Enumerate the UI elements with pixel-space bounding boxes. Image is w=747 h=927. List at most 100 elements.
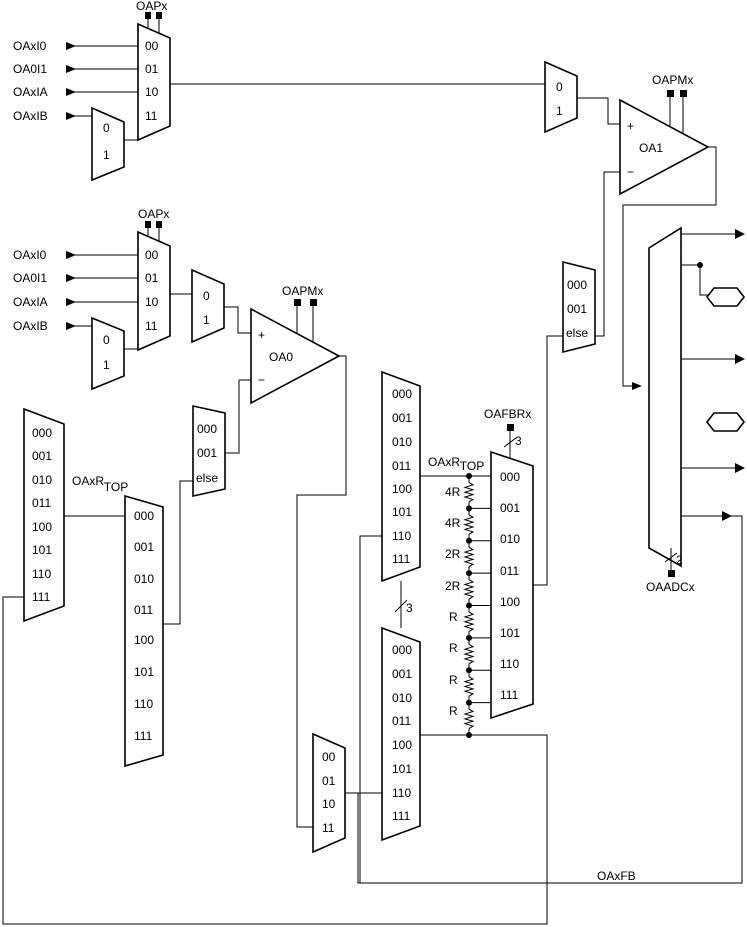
mux-code: else [196,471,218,485]
rtop-label: OAxRTOP [428,455,484,473]
resistor-label: R [449,610,458,624]
mux-code: 010 [134,572,154,586]
fbr-mux: OAFBRx 3 000 001 010 011 100 101 110 111 [484,407,534,720]
mux-code: 10 [145,85,159,99]
mux-code: 011 [32,496,51,510]
mux-code: 111 [32,590,51,604]
oa0-feedback-mux: 000 001 else [192,405,226,497]
mux-code: 110 [134,697,153,711]
arrow-right-icon [66,112,76,120]
mux-code: 0 [556,80,563,94]
mux-code: 1 [203,313,210,327]
mux-code: 111 [500,688,519,702]
mux-code: 101 [500,626,520,640]
center-lower-mux: 000 001 010 011 100 101 110 111 [381,626,421,842]
input-label: OAxIA [13,85,48,99]
adc-mux-control-label: OAADCx [646,580,695,594]
input-label: OA0I1 [13,271,47,285]
minus-input-sign: − [627,165,634,179]
mid-mux-control-label: OAPx [138,207,169,221]
mux-code: 011 [500,564,519,578]
left-rtop-mux: OAxRTOP 000 001 010 011 100 101 110 111 [72,474,164,768]
arrow-right-icon [66,251,76,259]
resistor-symbol [463,482,475,503]
mux-code: 110 [392,786,411,800]
control-bit-square [145,221,151,228]
oa0-control-label: OAPMx [282,284,323,298]
oa1-amplifier: OAPMx + − OA1 [619,73,710,196]
mux-code: 1 [556,104,563,118]
input-label: OAxIB [13,319,48,333]
mux-code: 001 [197,446,217,460]
mux-code: 100 [32,520,52,534]
oa0-label: OA0 [269,350,293,364]
mux-code: 11 [145,319,158,333]
resistor-label: 4R [445,516,461,530]
fbr-control-label: OAFBRx [484,407,531,421]
mux-code: 001 [392,667,412,681]
control-bit-square [156,221,162,228]
control-bit-square [507,424,514,431]
mux-code: 111 [392,552,411,566]
mux-code: 10 [145,295,159,309]
resistor-label: 2R [445,579,461,593]
control-bit-square [667,90,674,97]
junction-dot [466,732,472,738]
mux-code: 010 [392,435,412,449]
mux-code: 111 [134,729,153,743]
arrow-right-icon [722,511,732,521]
oa0-input-mux: 0 1 [191,268,225,344]
arrow-right-icon [735,354,745,364]
mux-code: 100 [134,633,154,647]
middle-input-mux: OAPx 00 01 10 11 OAxI0 OA0I1 OAxIA OAxIB… [13,207,192,391]
adc-output-mux: 2 OAADCx [345,226,746,884]
input-label: OAxI0 [13,39,47,53]
mux-code: 011 [392,714,411,728]
resistor-label: R [449,641,458,655]
mux-code: 001 [392,411,412,425]
input-label: OAxIB [13,109,48,123]
mux-code: 110 [32,567,51,581]
resistor-label: 4R [445,485,461,499]
resistor-symbol [463,546,475,568]
control-bit-square [668,570,675,577]
io-pad-icon [705,287,746,307]
mux-code: 011 [134,603,153,617]
control-bit-square [680,90,687,97]
oa1-label: OA1 [639,141,663,155]
mux-code: 001 [32,449,52,463]
small-4to1-mux: 00 01 10 11 [312,732,346,854]
ladder-taps [466,473,491,738]
resistor-chain [463,482,475,729]
mux-code: 000 [197,422,217,436]
mux-code: 01 [145,62,159,76]
mux-code: 101 [134,665,154,679]
arrow-right-icon [632,382,642,390]
mux-code: 001 [500,501,520,515]
mux-code: 100 [500,595,520,609]
mux-code: 101 [32,543,52,557]
oa1-feedback-mux: 000 001 else [562,260,596,354]
mux-code: 0 [203,289,210,303]
mux-code: 000 [32,426,52,440]
mux-code: 0 [103,333,110,347]
bus-width-label: 2 [676,553,683,567]
mux-code: 100 [392,738,412,752]
mux-code: 001 [567,302,587,316]
control-bit-square [145,12,151,19]
control-bit-square [294,299,301,306]
input-label: OAxIA [13,295,48,309]
minus-input-sign: − [258,373,265,387]
bus-width-label: 3 [406,601,413,615]
mux-code: 000 [392,643,412,657]
left-8to1-mux: 000 001 010 011 100 101 110 111 [23,407,65,623]
arrow-right-icon [66,42,76,50]
arrow-right-icon [66,322,76,330]
mux-code: 000 [567,278,587,292]
mux-code: 00 [145,39,159,53]
resistor-symbol [463,611,475,632]
arrow-right-icon [66,274,76,282]
resistor-symbol [463,676,475,697]
mux-code: 110 [500,657,519,671]
